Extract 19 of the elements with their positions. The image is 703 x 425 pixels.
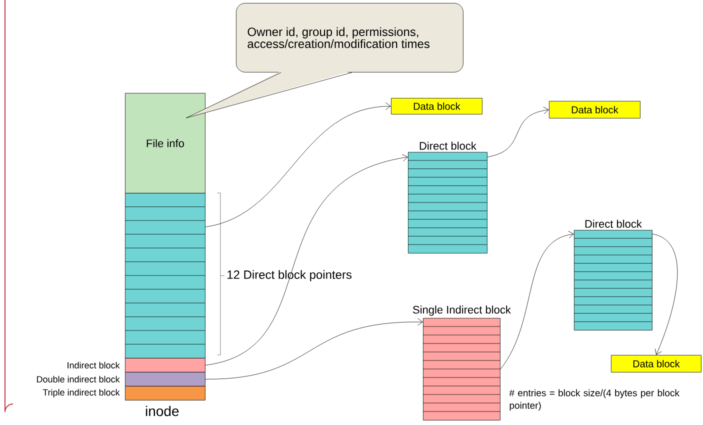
data-block-box: Data block [611, 355, 702, 372]
arrow [205, 102, 391, 228]
arrow [500, 230, 574, 370]
block-heading: Direct block [585, 220, 642, 228]
note-text: # entries = block size/(4 bytes per block pointer) [509, 389, 680, 411]
block-heading: Direct block [420, 142, 476, 150]
data-block-box: Data block [549, 101, 640, 118]
inode-label: inode [146, 406, 179, 416]
file-info-box: File info [125, 93, 206, 194]
data-block-box: Data block [391, 98, 482, 114]
arrow [652, 234, 678, 355]
slot-label: Double indirect block [37, 376, 120, 382]
arrow [205, 318, 423, 380]
slot-label: Indirect block [68, 362, 120, 368]
arrow [487, 106, 549, 158]
block-heading: Single Indirect block [412, 306, 511, 316]
bracket-label: 12 Direct block pointers [228, 270, 352, 282]
arrow [205, 154, 408, 366]
slot-label: Triple indirect block [42, 389, 120, 398]
